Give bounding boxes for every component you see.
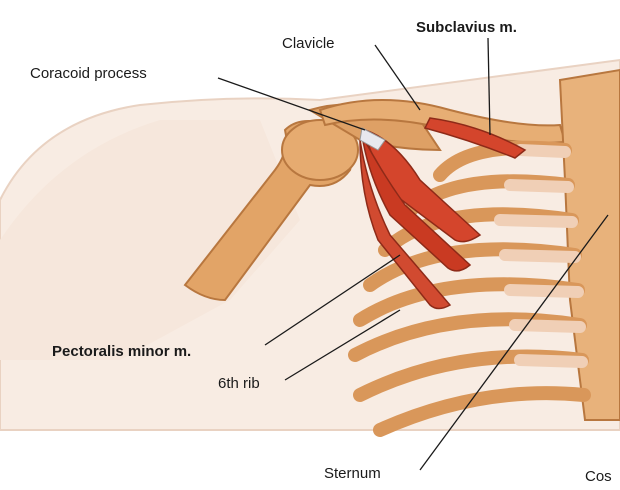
- leader-coracoid: [217, 77, 366, 131]
- leader-subclavius: [487, 37, 491, 136]
- rib-8: [373, 386, 591, 437]
- leader-6th-rib: [284, 309, 401, 381]
- leader-lines: [217, 37, 609, 471]
- leader-pectoralis-minor: [264, 254, 401, 346]
- sternum-label: Sternum: [324, 465, 381, 482]
- sixth-rib-label: 6th rib: [218, 375, 260, 392]
- humeral-head: [281, 119, 359, 181]
- subclavius-muscle: [423, 117, 527, 159]
- cos-label: Cos: [585, 468, 612, 485]
- coracoid-process-label: Coracoid process: [30, 65, 147, 82]
- leader-sternum: [419, 214, 609, 471]
- leader-clavicle: [374, 44, 421, 111]
- costal-cartilage: [494, 144, 588, 368]
- pectoralis-minor-label: Pectoralis minor m.: [52, 343, 192, 360]
- subclavius-label: Subclavius m.: [416, 19, 517, 36]
- pectoralis-minor-muscle: [359, 127, 482, 310]
- clavicle-label: Clavicle: [282, 35, 335, 52]
